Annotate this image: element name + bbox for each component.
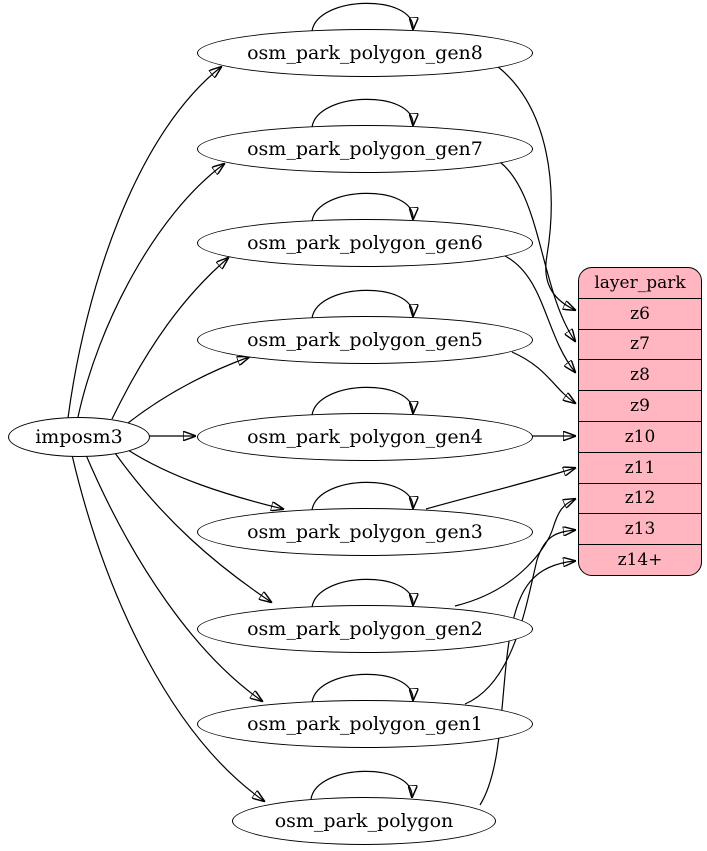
layer-row-z6: z6 bbox=[579, 297, 701, 329]
layer-row-z13: z13 bbox=[579, 513, 701, 544]
node-gen5-label: osm_park_polygon_gen5 bbox=[247, 329, 483, 351]
edge-gen5-to-z9 bbox=[511, 351, 575, 403]
edge-gen3-to-z11 bbox=[425, 468, 575, 510]
node-osm-park-polygon-gen6: osm_park_polygon_gen6 bbox=[197, 219, 533, 267]
node-imposm3: imposm3 bbox=[8, 417, 150, 457]
selfloop-gen5 bbox=[311, 289, 413, 319]
edge-imposm3-to-gen3 bbox=[127, 449, 283, 509]
selfloop-polygon bbox=[310, 770, 412, 800]
node-osm-park-polygon-gen3: osm_park_polygon_gen3 bbox=[197, 508, 533, 556]
selfloop-gen1 bbox=[311, 673, 413, 703]
selfloop-gen7 bbox=[311, 98, 413, 128]
selfloop-gen8 bbox=[311, 2, 413, 32]
edge-gen7-to-z7 bbox=[499, 161, 575, 341]
selfloop-gen3 bbox=[311, 481, 413, 511]
node-osm-park-polygon: osm_park_polygon bbox=[232, 797, 496, 845]
node-gen1-label: osm_park_polygon_gen1 bbox=[247, 713, 483, 735]
layer-row-z11: z11 bbox=[579, 451, 701, 483]
node-osm-park-polygon-gen4: osm_park_polygon_gen4 bbox=[197, 413, 533, 461]
edge-imposm3-to-gen6 bbox=[111, 258, 228, 420]
selfloop-gen6 bbox=[311, 192, 413, 222]
node-osm-park-polygon-gen7: osm_park_polygon_gen7 bbox=[197, 125, 533, 173]
edge-polygon-to-z14 bbox=[479, 561, 575, 806]
edge-imposm3-to-polygon bbox=[71, 454, 264, 801]
selfloop-gen2 bbox=[311, 578, 413, 608]
selfloop-gen4 bbox=[311, 386, 413, 416]
node-osm-park-polygon-gen5: osm_park_polygon_gen5 bbox=[197, 316, 533, 364]
layer-row-z9: z9 bbox=[579, 390, 701, 421]
node-gen6-label: osm_park_polygon_gen6 bbox=[247, 232, 483, 254]
edge-imposm3-to-gen2 bbox=[114, 452, 271, 602]
node-gen8-label: osm_park_polygon_gen8 bbox=[247, 42, 483, 64]
edge-imposm3-to-gen5 bbox=[127, 357, 249, 424]
node-imposm3-label: imposm3 bbox=[35, 426, 123, 448]
layer-row-z14: z14+ bbox=[579, 544, 701, 575]
node-osm-park-polygon-gen8: osm_park_polygon_gen8 bbox=[197, 29, 533, 77]
edge-imposm3-to-gen1 bbox=[85, 454, 262, 701]
layer-park-record: layer_park z6 z7 z8 z9 z10 z11 z12 z13 z… bbox=[578, 267, 702, 576]
edge-imposm3-to-gen7 bbox=[77, 164, 224, 418]
edge-gen6-to-z8 bbox=[504, 255, 575, 372]
node-gen7-label: osm_park_polygon_gen7 bbox=[247, 138, 483, 160]
layer-park-title: layer_park bbox=[594, 272, 686, 293]
edge-imposm3-to-gen8 bbox=[67, 67, 221, 419]
layer-row-z8: z8 bbox=[579, 359, 701, 390]
node-gen4-label: osm_park_polygon_gen4 bbox=[247, 426, 483, 448]
node-gen3-label: osm_park_polygon_gen3 bbox=[247, 521, 483, 543]
edge-gen8-to-z6 bbox=[496, 65, 575, 310]
node-osm-park-polygon-gen1: osm_park_polygon_gen1 bbox=[197, 700, 533, 748]
layer-row-z10: z10 bbox=[579, 420, 701, 452]
node-osm-park-polygon-gen2: osm_park_polygon_gen2 bbox=[197, 605, 533, 653]
node-polygon-label: osm_park_polygon bbox=[274, 810, 454, 832]
edge-gen2-to-z12 bbox=[454, 499, 575, 607]
layer-row-z7: z7 bbox=[579, 328, 701, 360]
layer-row-z12: z12 bbox=[579, 482, 701, 514]
node-gen2-label: osm_park_polygon_gen2 bbox=[247, 618, 483, 640]
